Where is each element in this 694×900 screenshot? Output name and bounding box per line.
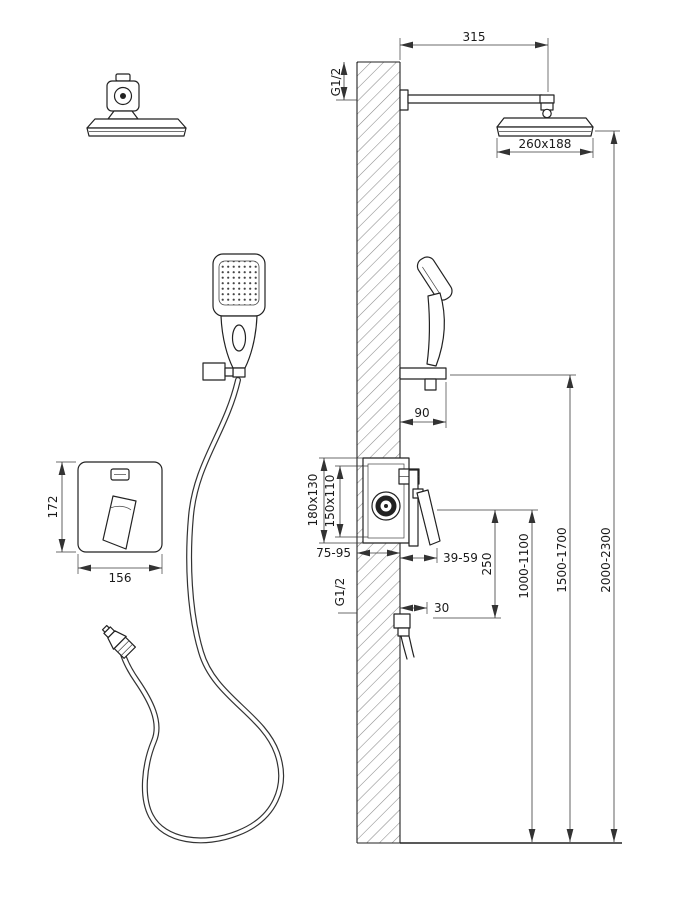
overhead-shower-side-view xyxy=(496,102,594,137)
hose-fitting xyxy=(101,624,136,659)
mixer-lever xyxy=(102,495,137,550)
dim-label-315: 315 xyxy=(463,30,486,44)
dim-label-260x188: 260x188 xyxy=(519,137,572,151)
dim-outlet-projection: 30 xyxy=(400,601,449,615)
dim-label-30: 30 xyxy=(434,601,449,615)
shower-arm xyxy=(399,89,555,111)
dim-arm-reach: 315 xyxy=(399,30,549,92)
thread-label-bottom: G1/2 xyxy=(333,578,347,607)
dim-box-outer: 180x130 xyxy=(306,457,363,544)
dim-label-1000-1100: 1000-1100 xyxy=(517,533,531,598)
dim-label-2000-2300: 2000-2300 xyxy=(599,527,613,592)
shower-hose xyxy=(118,377,284,844)
dim-outlet-drop: 250 xyxy=(433,510,501,619)
wall-holder-side xyxy=(399,367,447,380)
hand-shower-front-view xyxy=(202,253,266,381)
dim-label-150x110: 150x110 xyxy=(323,475,337,528)
label-thread-bottom: G1/2 xyxy=(333,578,357,614)
dim-label-180x130: 180x130 xyxy=(306,474,320,527)
valve-rough-in xyxy=(362,457,441,547)
arm-joint-icon xyxy=(120,93,126,99)
mixer-trim-front-view xyxy=(77,461,163,553)
dim-label-90: 90 xyxy=(414,406,429,420)
dim-label-75-95: 75-95 xyxy=(316,546,351,560)
dim-handle-projection: 39-59 xyxy=(400,548,478,565)
wall-holder-front xyxy=(202,362,226,381)
outlet-elbow xyxy=(393,613,415,660)
trim-plate-edge xyxy=(408,469,419,547)
dim-mixer-height: 1000-1100 xyxy=(437,509,538,842)
hand-shower-side-view xyxy=(399,256,453,391)
dim-headshower-height: 2000-2300 xyxy=(595,130,620,842)
wall-section xyxy=(356,61,622,844)
spray-face xyxy=(218,260,260,306)
label-thread-top: G1/2 xyxy=(329,62,357,101)
dim-plate-width: 156 xyxy=(77,554,163,585)
dim-box-inner: 150x110 xyxy=(323,465,368,538)
dim-label-172: 172 xyxy=(46,496,60,519)
dim-plate-height: 172 xyxy=(46,461,76,553)
dim-handshower-offset: 90 xyxy=(400,382,447,428)
dim-head-size: 260x188 xyxy=(496,137,594,158)
dim-label-156: 156 xyxy=(109,571,132,585)
cartridge-icon xyxy=(375,495,397,517)
valve-lever xyxy=(416,489,441,546)
dim-handshower-height: 1500-1700 xyxy=(450,374,576,842)
dim-label-1500-1700: 1500-1700 xyxy=(555,527,569,592)
overhead-shower-front-view xyxy=(86,73,187,137)
thread-label-top: G1/2 xyxy=(329,68,343,97)
dim-label-250: 250 xyxy=(480,553,494,576)
dim-embed-depth: 75-95 xyxy=(316,546,400,560)
dim-label-39-59: 39-59 xyxy=(443,551,478,565)
